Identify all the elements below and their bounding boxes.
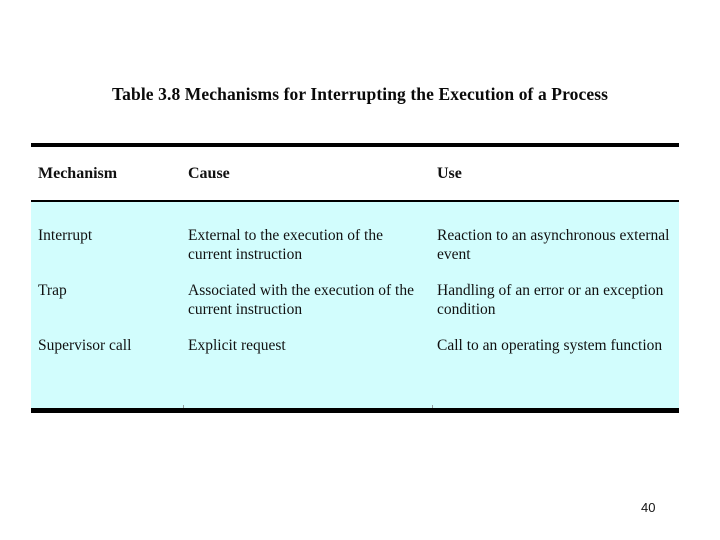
table-bottom-rule [31, 405, 679, 413]
cell-use: Reaction to an asynchronous external eve… [437, 227, 670, 263]
column-header-cause: Cause [188, 165, 230, 182]
cell-cause: Explicit request [188, 337, 286, 354]
table-body: Interrupt External to the execution of t… [31, 202, 679, 408]
column-tick-cause [183, 405, 184, 408]
column-tick-use [432, 405, 433, 408]
cell-cause: External to the execution of the current… [188, 227, 383, 263]
table-header-row: Mechanism Cause Use [31, 147, 679, 200]
page-number: 40 [641, 500, 656, 515]
cell-cause: Associated with the execution of the cur… [188, 282, 414, 318]
column-header-use: Use [437, 165, 462, 182]
cell-use: Handling of an error or an exception con… [437, 282, 664, 318]
cell-mechanism: Supervisor call [38, 337, 132, 354]
mechanisms-table: Mechanism Cause Use Interrupt External t… [31, 143, 679, 413]
cell-mechanism: Interrupt [38, 227, 93, 244]
cell-use: Call to an operating system function [437, 337, 663, 354]
cell-mechanism: Trap [38, 282, 67, 299]
column-header-mechanism: Mechanism [38, 165, 118, 182]
table-title: Table 3.8 Mechanisms for Interrupting th… [111, 84, 609, 104]
